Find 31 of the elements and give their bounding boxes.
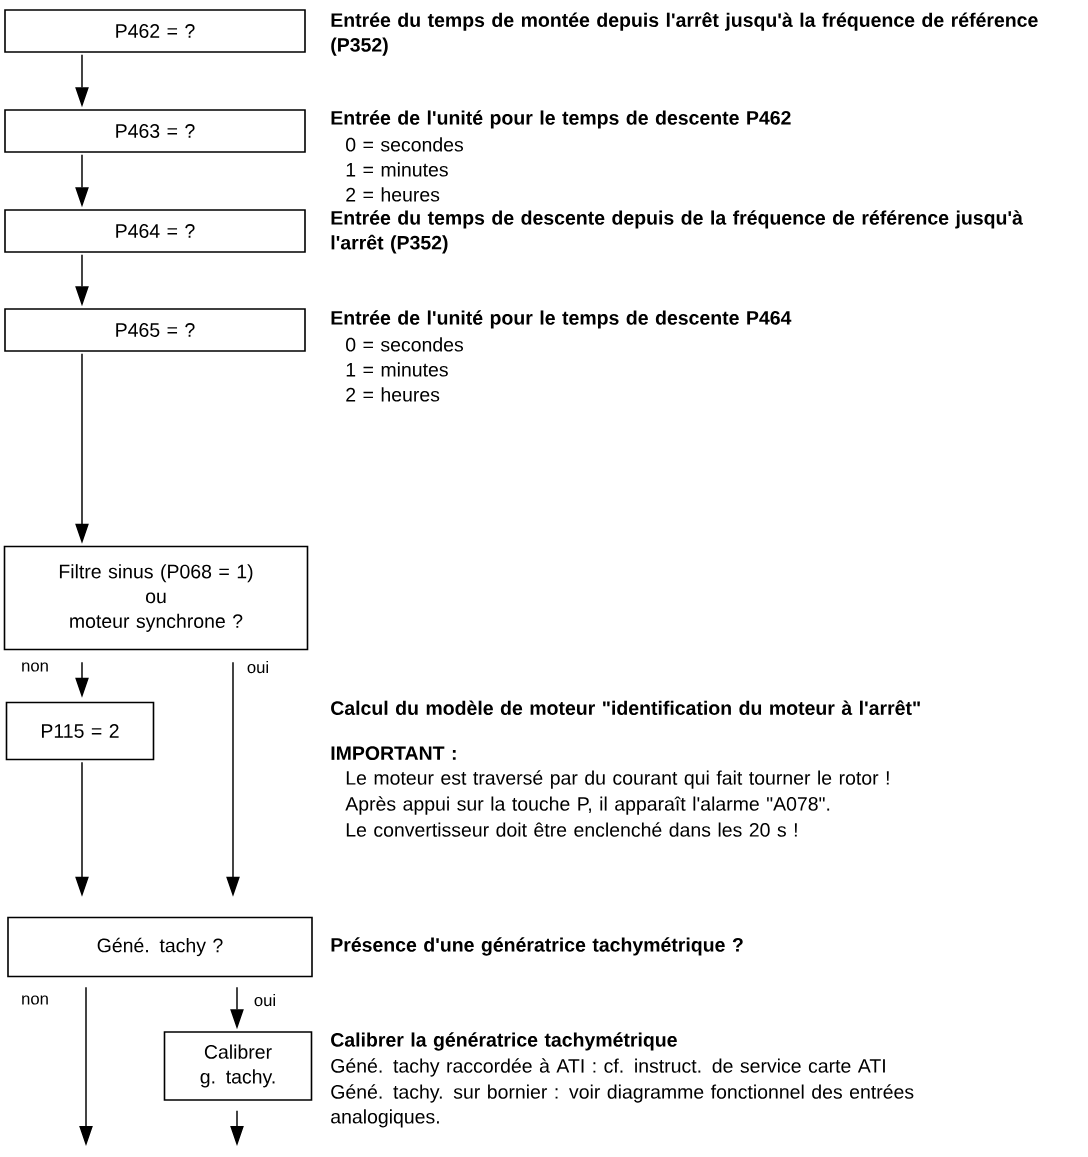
description-text: Après appui sur la touche P, il apparaît l'alarme "A078". — [345, 796, 830, 815]
description-text: 0 = secondes — [346, 137, 464, 152]
description-text: Géné. tachy raccordée à ATI : cf. instruct. de service carte ATI — [331, 1058, 885, 1077]
description-text: Calcul du modèle de moteur "identification du moteur à l'arrêt" — [331, 700, 920, 715]
process-box: P465 = ? — [4, 308, 306, 352]
description-text: 0 = secondes — [346, 337, 464, 352]
description-text: Le convertisseur doit être enclenché dans les 20 s ! — [346, 822, 797, 837]
description-text: Entrée du temps de descente depuis de la fréquence de référence jusqu'à l'arrêt (P352) — [331, 210, 1023, 254]
description-text: 1 = minutes — [346, 362, 448, 377]
description-text: Le moteur est traversé par du courant qui fait tourner le rotor ! — [346, 770, 889, 789]
description-text: Géné. tachy. sur bornier : voir diagramme fonctionnel des entrées analogiques. — [331, 1084, 914, 1128]
edge-label: non — [19, 661, 51, 673]
process-box: P464 = ? — [4, 209, 306, 253]
description-text: IMPORTANT : — [331, 746, 456, 761]
edge-label: oui — [252, 992, 278, 1008]
description-text: 1 = minutes — [346, 162, 448, 177]
process-box: P462 = ? — [4, 9, 306, 53]
decision-box: Géné. tachy ? — [7, 916, 313, 978]
process-box: P115 = 2 — [5, 701, 155, 761]
description-text: Entrée de l'unité pour le temps de descente P464 — [331, 310, 792, 329]
process-box: Calibrer g. tachy. — [163, 1031, 313, 1101]
description-text: Présence d'une génératrice tachymétrique ? — [331, 937, 743, 956]
description-text: 2 = heures — [346, 187, 440, 202]
description-text: Entrée du temps de montée depuis l'arrêt jusqu'à la fréquence de référence (P352) — [331, 12, 1038, 56]
description-text: 2 = heures — [346, 387, 440, 402]
description-text: Entrée de l'unité pour le temps de descente P462 — [331, 110, 791, 129]
decision-box: Filtre sinus (P068 = 1) ou moteur synchrone ? — [3, 545, 309, 651]
description-text: Calibrer la génératrice tachymétrique — [331, 1032, 677, 1051]
edge-label: oui — [245, 659, 271, 675]
process-box: P463 = ? — [4, 109, 306, 153]
edge-label: non — [19, 994, 51, 1006]
